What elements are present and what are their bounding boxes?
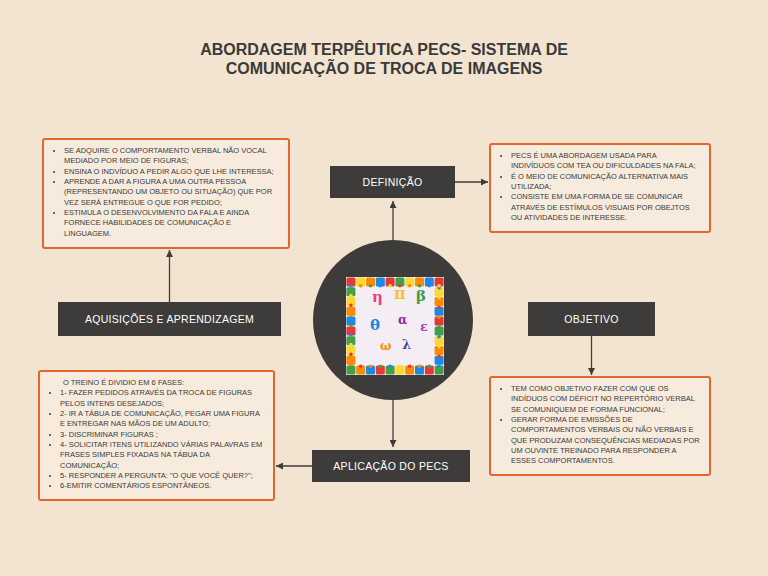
bullet-list: SE ADQUIRE O COMPORTAMENTO VERBAL NÃO VO… xyxy=(53,146,279,239)
bullet-item: 6-EMITIR COMENTÁRIOS ESPONTÂNEOS. xyxy=(60,481,264,491)
heading-box: OBJETIVO xyxy=(528,302,655,336)
bullet-item: GERAR FORMA DE EMISSÕES DE COMPORTAMENTO… xyxy=(511,415,700,467)
bullet-item: TEM COMO OBJETIVO FAZER COM QUE OS INDÍD… xyxy=(511,384,700,415)
puzzle-knob xyxy=(379,364,383,368)
bullet-item: ENSINA O INDVÍDUO A PEDIR ALGO QUE LHE I… xyxy=(64,167,279,177)
text-box: O TREINO É DIVIDIO EM 6 FASES:1- FAZER P… xyxy=(38,370,275,501)
arrow-connector xyxy=(455,181,488,182)
bullet-item: 4- SOLICITAR ITENS UTILIZANDO VÁRIAS PAL… xyxy=(60,440,264,471)
title: ABORDAGEM TERPÊUTICA PECS- SISTEMA DE CO… xyxy=(164,40,604,78)
bullet-list: PECS É UMA ABORDAGEM USADA PARA INDIVÍDU… xyxy=(500,151,700,223)
puzzle-knob xyxy=(428,284,432,288)
arrow-connector xyxy=(591,336,592,375)
puzzle-knob xyxy=(349,362,353,366)
puzzle-knob xyxy=(349,284,353,288)
puzzle-knob xyxy=(388,364,392,368)
puzzle-knob xyxy=(428,364,432,368)
puzzle-knob xyxy=(437,335,441,339)
puzzle-knob xyxy=(349,294,353,298)
bullet-item: 5- RESPONDER A PERGUNTA: "O QUE VOCÊ QUE… xyxy=(60,471,264,481)
puzzle-knob xyxy=(408,364,412,368)
bullet-item: 1- FAZER PEDIDOS ATRAVÉS DA TROCA DE FIG… xyxy=(60,388,264,409)
arrow-connector xyxy=(169,250,170,302)
circle-link xyxy=(392,400,393,447)
symbol-label: ε xyxy=(420,320,428,333)
puzzle-knob xyxy=(359,364,363,368)
puzzle-knob xyxy=(369,284,373,288)
puzzle-knob xyxy=(349,333,353,337)
bullet-item: PECS É UMA ABORDAGEM USADA PARA INDIVÍDU… xyxy=(511,151,700,172)
puzzle-knob xyxy=(437,355,441,359)
bullet-item: APRENDE A DAR A FIGURA A UMA OUTRA PESSO… xyxy=(64,177,279,208)
puzzle-knob xyxy=(379,284,383,288)
bullet-item: É O MEIO DE COMUNICAÇÃO ALTERNATIVA MAIS… xyxy=(511,172,700,193)
bullet-item: ESTIMULA O DESENVOLVIMENTO DA FALA E AIN… xyxy=(64,208,279,239)
symbol-label: θ xyxy=(370,318,380,333)
bullet-list: TEM COMO OBJETIVO FAZER COM QUE OS INDÍD… xyxy=(500,384,700,467)
text-box: TEM COMO OBJETIVO FAZER COM QUE OS INDÍD… xyxy=(489,376,711,476)
puzzle-knob xyxy=(349,353,353,357)
puzzle-knob xyxy=(437,325,441,329)
puzzle-knob xyxy=(408,284,412,288)
puzzle-knob xyxy=(437,364,441,368)
puzzle-knob xyxy=(369,364,373,368)
puzzle-knob xyxy=(437,315,441,319)
bullet-item: CONSISTE EM UMA FORMA DE SE COMUNICAR AT… xyxy=(511,192,700,223)
text-box: PECS É UMA ABORDAGEM USADA PARA INDIVÍDU… xyxy=(489,143,711,233)
symbol-label: ω xyxy=(380,340,391,352)
puzzle-knob xyxy=(359,284,363,288)
text-box: SE ADQUIRE O COMPORTAMENTO VERBAL NÃO VO… xyxy=(42,138,290,249)
puzzle-knob xyxy=(437,345,441,349)
puzzle-knob xyxy=(349,313,353,317)
symbol-label: α xyxy=(398,314,407,326)
puzzle-knob xyxy=(437,306,441,310)
center-circle xyxy=(313,240,473,400)
puzzle-frame xyxy=(346,277,443,374)
puzzle-knob xyxy=(437,284,441,288)
puzzle-knob xyxy=(398,364,402,368)
circle-link xyxy=(392,201,393,240)
puzzle-knob xyxy=(418,284,422,288)
symbol-label: λ xyxy=(402,338,411,351)
intro-text: O TREINO É DIVIDIO EM 6 FASES: xyxy=(63,378,264,388)
puzzle-knob xyxy=(349,304,353,308)
heading-box: APLICAÇÃO DO PECS xyxy=(312,450,470,482)
heading-text: APLICAÇÃO DO PECS xyxy=(333,460,448,472)
bullet-item: 3- DISCRIMINAR FIGURAS ; xyxy=(60,430,264,440)
puzzle-knob xyxy=(349,323,353,327)
symbol-label: π xyxy=(394,286,406,302)
arrow-connector xyxy=(276,465,312,466)
puzzle-knob xyxy=(418,364,422,368)
symbol-label: η xyxy=(372,290,383,305)
puzzle-ground xyxy=(346,277,444,375)
bullet-item: 2- IR A TÁBUA DE COMUNICAÇÃO, PEGAR UMA … xyxy=(60,409,264,430)
puzzle-knob xyxy=(437,296,441,300)
heading-text: AQUISIÇÕES E APRENDIZAGEM xyxy=(85,313,254,325)
heading-text: OBJETIVO xyxy=(564,313,618,325)
heading-box: AQUISIÇÕES E APRENDIZAGEM xyxy=(58,302,281,336)
heading-box: DEFINIÇÃO xyxy=(330,166,455,198)
puzzle-knob xyxy=(388,284,392,288)
puzzle-knob xyxy=(349,343,353,347)
bullet-list: 1- FAZER PEDIDOS ATRAVÉS DA TROCA DE FIG… xyxy=(49,388,264,491)
symbol-label: β xyxy=(416,289,426,304)
bullet-item: SE ADQUIRE O COMPORTAMENTO VERBAL NÃO VO… xyxy=(64,146,279,167)
heading-text: DEFINIÇÃO xyxy=(363,176,423,188)
